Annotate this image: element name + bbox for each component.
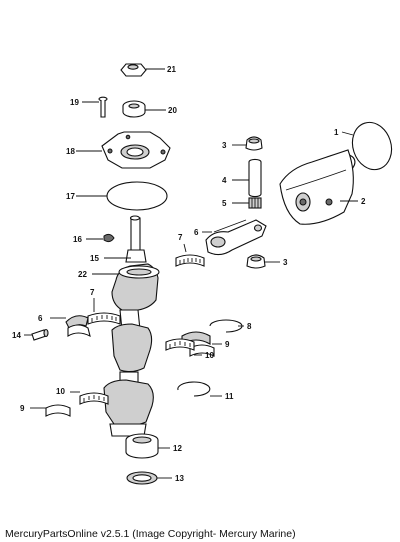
callout-14: 14 <box>12 331 21 340</box>
part-22-main-bearing[interactable]: 22 <box>78 265 160 279</box>
callout-18: 18 <box>66 147 75 156</box>
callout-21: 21 <box>167 65 176 74</box>
callout-13: 13 <box>175 474 184 483</box>
callout-6-upper: 6 <box>194 228 199 237</box>
callout-12: 12 <box>173 444 182 453</box>
part-9-bearing-race-lower[interactable]: 9 <box>20 404 71 417</box>
callout-17: 17 <box>66 192 75 201</box>
part-12-roller-bearing[interactable]: 12 <box>125 433 182 459</box>
part-10-bearing-cage-mid[interactable]: 10 <box>165 338 214 360</box>
callout-3-upper: 3 <box>222 141 227 150</box>
part-1-piston-ring[interactable]: 1 <box>334 117 397 174</box>
image-caption: MercuryPartsOnline v2.5.1 (Image Copyrig… <box>5 528 296 540</box>
callout-6-lower: 6 <box>38 314 43 323</box>
part-14-screw[interactable]: 14 <box>12 328 49 341</box>
part-8-retaining-ring[interactable]: 8 <box>209 319 252 333</box>
part-6-connecting-rod[interactable]: 6 <box>194 219 267 256</box>
part-21-nut[interactable]: 21 <box>120 63 176 77</box>
part-13-ring[interactable]: 13 <box>126 471 184 485</box>
part-17-o-ring[interactable]: 17 <box>66 181 168 211</box>
callout-1: 1 <box>334 128 339 137</box>
callout-11: 11 <box>225 392 234 401</box>
callout-2: 2 <box>361 197 366 206</box>
part-9-bearing-race-mid[interactable]: 9 <box>181 331 230 357</box>
callout-19: 19 <box>70 98 79 107</box>
callout-5: 5 <box>222 199 227 208</box>
callout-9-mid: 9 <box>225 340 230 349</box>
part-10-bearing-cage-lower[interactable]: 10 <box>56 387 109 405</box>
part-2-piston[interactable]: 2 <box>279 149 366 225</box>
part-19-screw[interactable]: 19 <box>70 96 108 118</box>
callout-20: 20 <box>168 106 177 115</box>
part-4-piston-pin[interactable]: 4 <box>222 158 262 198</box>
callout-9-lower: 9 <box>20 404 25 413</box>
part-15-crankshaft[interactable]: 15 <box>90 215 159 437</box>
callout-7-lower: 7 <box>90 288 95 297</box>
part-16-key[interactable]: 16 <box>73 233 115 244</box>
part-3-washer-lower[interactable]: 3 <box>246 254 288 269</box>
callout-8: 8 <box>247 322 252 331</box>
part-3-washer-upper[interactable]: 3 <box>222 136 263 151</box>
callout-15: 15 <box>90 254 99 263</box>
part-6-bearing-race[interactable]: 6 <box>38 314 91 338</box>
part-18-housing[interactable]: 18 <box>66 131 171 169</box>
callout-4: 4 <box>222 176 227 185</box>
part-7-bearing-cage-upper[interactable]: 7 <box>175 233 205 267</box>
callout-10-lower: 10 <box>56 387 65 396</box>
callout-7-upper: 7 <box>178 233 183 242</box>
part-20-seal[interactable]: 20 <box>122 100 177 118</box>
part-5-needle-bearing[interactable]: 5 <box>222 197 262 209</box>
callout-3-lower: 3 <box>283 258 288 267</box>
part-11-retaining-ring[interactable]: 11 <box>177 381 234 401</box>
exploded-parts-diagram: 21 20 19 18 17 <box>12 63 397 485</box>
callout-10-mid: 10 <box>205 351 214 360</box>
part-7-bearing-cage-lower[interactable]: 7 <box>87 288 121 325</box>
callout-22: 22 <box>78 270 87 279</box>
callout-16: 16 <box>73 235 82 244</box>
